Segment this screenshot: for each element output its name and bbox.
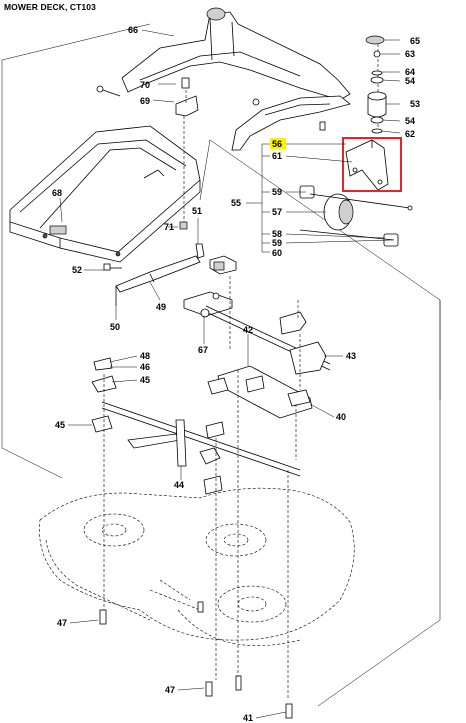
- callout-41: 41: [243, 713, 253, 723]
- bolts: [99, 121, 326, 719]
- callout-59-bottom: 59: [272, 238, 282, 248]
- callout-55: 55: [231, 198, 241, 208]
- callout-69: 69: [140, 96, 150, 106]
- callout-52: 52: [72, 265, 82, 275]
- highlight-box: [342, 137, 402, 192]
- callout-49: 49: [156, 302, 166, 312]
- bracket-69: [175, 77, 199, 230]
- callout-40: 40: [336, 412, 346, 422]
- callout-43: 43: [346, 351, 356, 361]
- diagram-title: MOWER DECK, CT103: [4, 2, 96, 12]
- highlight-marker-56: [270, 138, 286, 149]
- lift-frame: [96, 7, 351, 151]
- frame-outline: [1, 23, 441, 707]
- callout-58: 58: [272, 229, 282, 239]
- callout-59-top: 59: [272, 187, 282, 197]
- callout-62: 62: [405, 129, 415, 139]
- callout-56: 56: [272, 139, 282, 149]
- callout-54-bottom: 54: [405, 116, 415, 126]
- callout-labels: 66 65 63 64 54 53 54 62 70 69 68 56 61 5…: [52, 25, 420, 723]
- upper-housing: [9, 125, 201, 263]
- callout-48: 48: [140, 351, 150, 361]
- callout-71: 71: [164, 222, 174, 232]
- callout-63: 63: [405, 49, 415, 59]
- callout-45-lower: 45: [55, 420, 65, 430]
- callout-47-left: 47: [57, 618, 67, 628]
- callout-66: 66: [128, 25, 138, 35]
- callout-64: 64: [405, 67, 415, 77]
- lower-axle: [91, 357, 313, 700]
- group-bracket-55: [246, 143, 393, 253]
- callout-68: 68: [52, 188, 62, 198]
- callout-50: 50: [110, 322, 120, 332]
- callout-47-bottom: 47: [165, 685, 175, 695]
- leader-lines: [59, 29, 401, 719]
- callout-54-top: 54: [405, 76, 415, 86]
- callout-44: 44: [174, 480, 184, 490]
- callout-45-upper: 45: [140, 375, 150, 385]
- callout-65: 65: [410, 36, 420, 46]
- callout-70: 70: [140, 80, 150, 90]
- height-adjust-lever: [103, 243, 205, 306]
- callout-67: 67: [198, 345, 208, 355]
- callout-60: 60: [272, 248, 282, 258]
- mower-deck-shell: [39, 487, 355, 646]
- callout-53: 53: [410, 99, 420, 109]
- callout-42: 42: [243, 325, 253, 335]
- callout-61: 61: [272, 151, 282, 161]
- callout-57: 57: [272, 207, 282, 217]
- upper-axle: [183, 255, 331, 390]
- callout-51: 51: [192, 206, 202, 216]
- callout-46: 46: [140, 362, 150, 372]
